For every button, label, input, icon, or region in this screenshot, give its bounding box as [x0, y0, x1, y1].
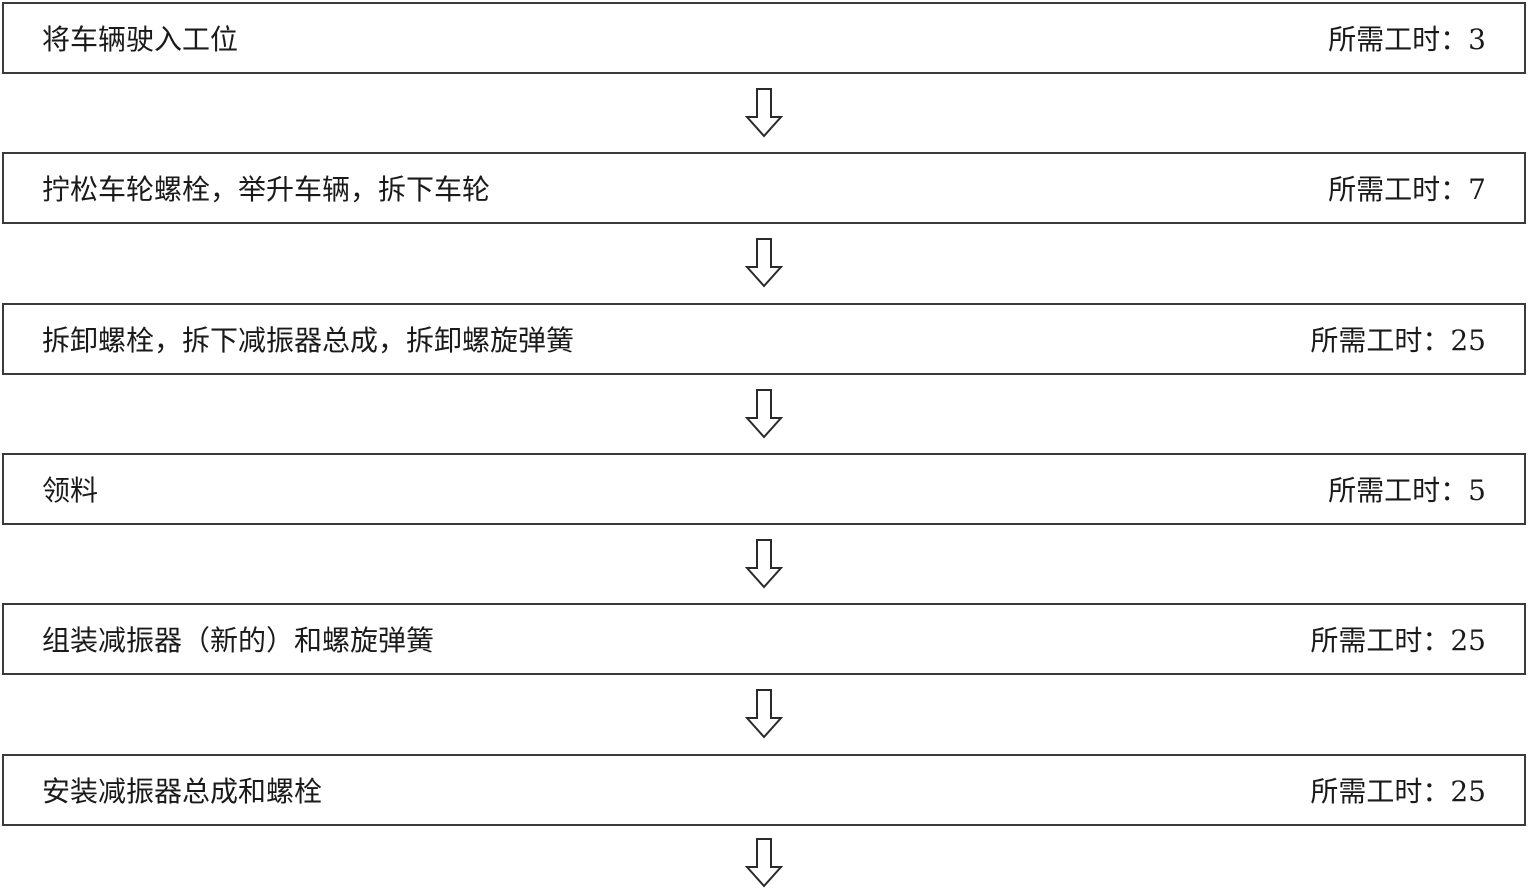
- step-time: 所需工时：5: [1328, 469, 1486, 509]
- time-prefix: 所需工时：: [1328, 173, 1469, 206]
- step-label: 安装减振器总成和螺栓: [42, 775, 323, 808]
- down-arrow-icon: [745, 689, 783, 739]
- process-step-6: 安装减振器总成和螺栓 所需工时：25: [2, 754, 1526, 826]
- time-value: 7: [1468, 173, 1486, 206]
- step-time: 所需工时：25: [1310, 319, 1486, 359]
- step-label: 拧松车轮螺栓，举升车辆，拆下车轮: [42, 173, 491, 206]
- process-step-2: 拧松车轮螺栓，举升车辆，拆下车轮 所需工时：7: [2, 152, 1526, 224]
- time-value: 25: [1450, 324, 1486, 357]
- step-label: 将车辆驶入工位: [42, 23, 239, 56]
- time-value: 25: [1450, 775, 1486, 808]
- time-prefix: 所需工时：: [1328, 474, 1469, 507]
- step-label: 组装减振器（新的）和螺旋弹簧: [42, 624, 435, 657]
- time-value: 25: [1450, 624, 1486, 657]
- time-prefix: 所需工时：: [1310, 775, 1451, 808]
- process-step-1: 将车辆驶入工位 所需工时：3: [2, 2, 1526, 74]
- time-prefix: 所需工时：: [1310, 624, 1451, 657]
- step-label: 领料: [42, 474, 99, 507]
- process-step-3: 拆卸螺栓，拆下减振器总成，拆卸螺旋弹簧 所需工时：25: [2, 303, 1526, 375]
- process-step-4: 领料 所需工时：5: [2, 453, 1526, 525]
- down-arrow-icon: [745, 238, 783, 288]
- time-value: 5: [1468, 474, 1486, 507]
- down-arrow-icon: [745, 389, 783, 439]
- down-arrow-icon: [745, 88, 783, 138]
- step-label: 拆卸螺栓，拆下减振器总成，拆卸螺旋弹簧: [42, 324, 575, 357]
- down-arrow-icon: [745, 539, 783, 589]
- step-time: 所需工时：7: [1328, 168, 1486, 208]
- step-time: 所需工时：25: [1310, 770, 1486, 810]
- time-value: 3: [1468, 23, 1486, 56]
- step-time: 所需工时：25: [1310, 619, 1486, 659]
- time-prefix: 所需工时：: [1310, 324, 1451, 357]
- process-step-5: 组装减振器（新的）和螺旋弹簧 所需工时：25: [2, 603, 1526, 675]
- down-arrow-icon: [745, 838, 783, 888]
- step-time: 所需工时：3: [1328, 18, 1486, 58]
- time-prefix: 所需工时：: [1328, 23, 1469, 56]
